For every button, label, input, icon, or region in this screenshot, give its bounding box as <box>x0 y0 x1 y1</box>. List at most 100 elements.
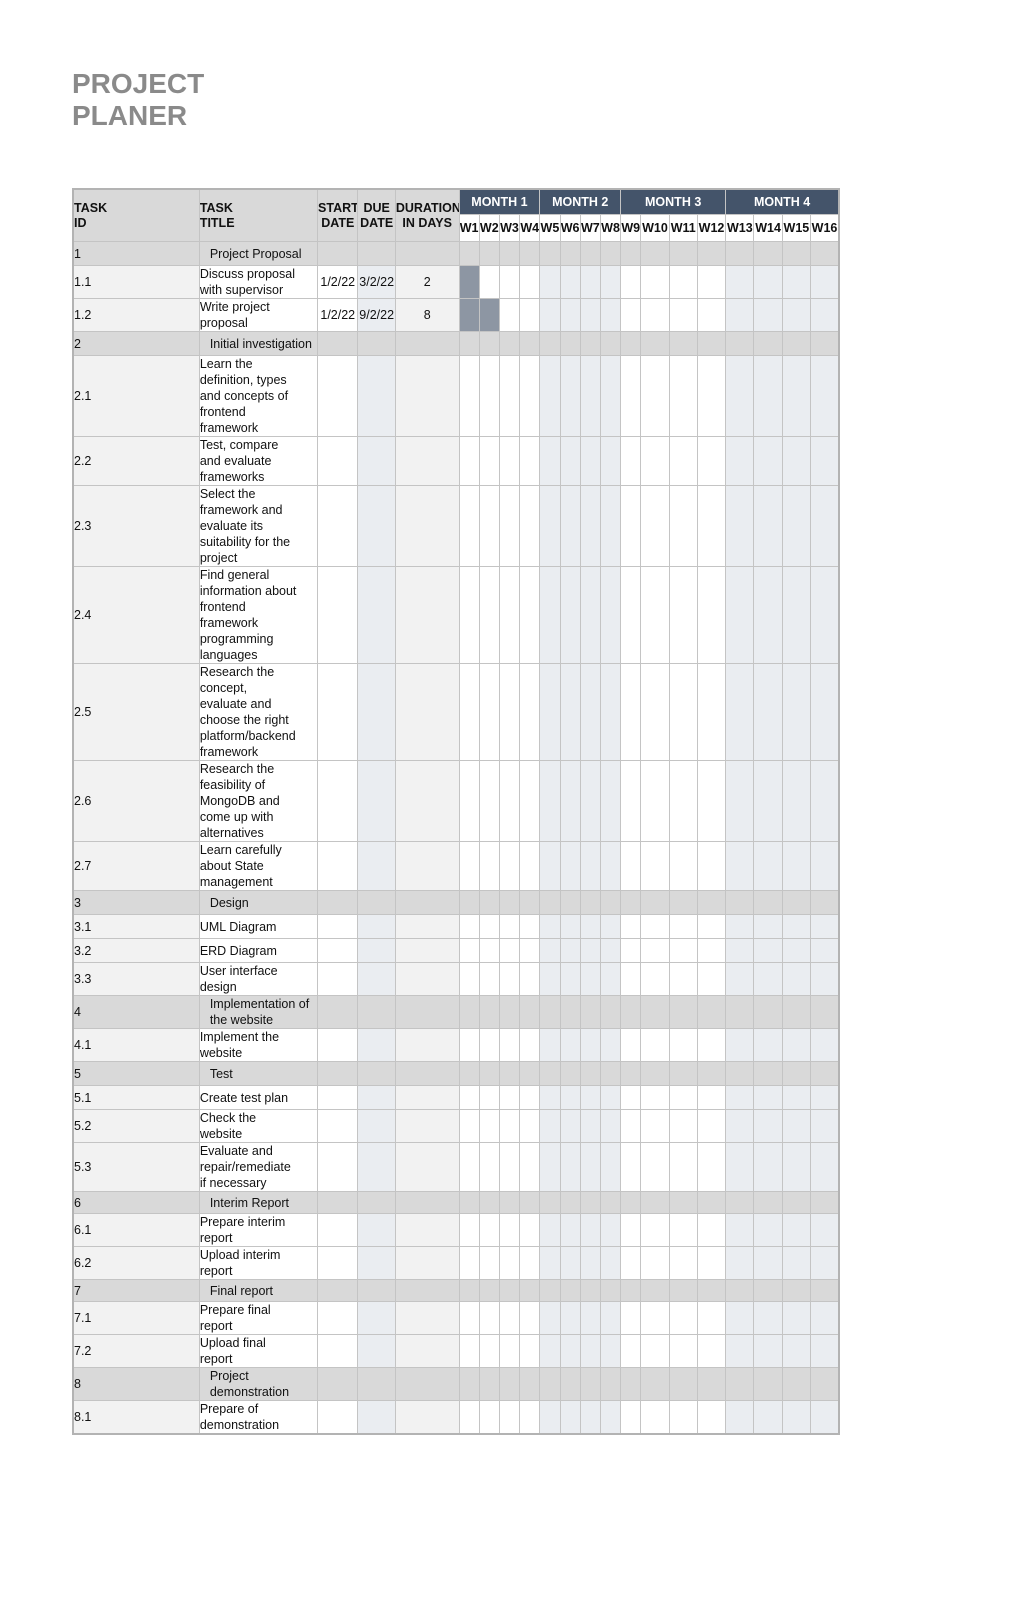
week-cell-w14 <box>753 1028 783 1062</box>
start-date-cell <box>317 938 359 963</box>
duration-cell <box>394 914 460 939</box>
header-week-11: W11 <box>668 214 698 242</box>
header-start-date: START DATE <box>317 188 359 242</box>
week-cell-w8 <box>599 1061 622 1086</box>
week-cell-w12 <box>696 938 727 963</box>
week-cell-w11 <box>668 355 698 437</box>
week-cell-w5 <box>539 298 561 332</box>
week-cell-w16 <box>810 1085 840 1110</box>
week-cell-w1 <box>458 1334 480 1368</box>
header-month-3: MONTH 3 <box>620 188 727 215</box>
week-cell-w8 <box>599 890 622 915</box>
task-title-cell: Discuss proposal with supervisor <box>198 265 319 299</box>
week-cell-w4 <box>519 1367 541 1401</box>
week-cell-w13 <box>725 485 755 567</box>
duration-cell: 2 <box>394 265 460 299</box>
week-cell-w3 <box>498 1142 521 1192</box>
week-cell-w16 <box>810 331 840 356</box>
week-cell-w13 <box>725 1213 755 1247</box>
week-cell-w3 <box>498 890 521 915</box>
week-cell-w11 <box>668 1367 698 1401</box>
duration-cell <box>394 1191 460 1214</box>
week-cell-w4 <box>519 355 541 437</box>
week-cell-w11 <box>668 1191 698 1214</box>
header-week-15: W15 <box>781 214 812 242</box>
week-cell-w7 <box>579 1061 601 1086</box>
week-cell-w12 <box>696 914 727 939</box>
week-cell-w14 <box>753 914 783 939</box>
start-date-cell <box>317 1142 359 1192</box>
week-cell-w5 <box>539 355 561 437</box>
week-cell-w6 <box>559 760 581 842</box>
week-cell-w11 <box>668 331 698 356</box>
week-cell-w9 <box>620 485 642 567</box>
duration-cell <box>394 962 460 996</box>
week-cell-w15 <box>781 1028 812 1062</box>
week-cell-w14 <box>753 1279 783 1302</box>
week-cell-w4 <box>519 841 541 891</box>
week-cell-w4 <box>519 1334 541 1368</box>
week-cell-w14 <box>753 1367 783 1401</box>
duration-cell <box>394 995 460 1029</box>
week-cell-w6 <box>559 1301 581 1335</box>
week-cell-w9 <box>620 265 642 299</box>
header-week-1: W1 <box>458 214 480 242</box>
week-cell-w2 <box>478 485 500 567</box>
task-id-cell: 2.3 <box>72 485 200 567</box>
week-cell-w1 <box>458 1142 480 1192</box>
header-task-title: TASK TITLE <box>198 188 319 242</box>
week-cell-w13 <box>725 265 755 299</box>
week-cell-w14 <box>753 663 783 761</box>
duration-cell <box>394 241 460 266</box>
week-cell-w7 <box>579 890 601 915</box>
header-week-10: W10 <box>640 214 670 242</box>
week-cell-w9 <box>620 241 642 266</box>
week-cell-w8 <box>599 436 622 486</box>
week-cell-w1 <box>458 1301 480 1335</box>
task-id-cell: 2.5 <box>72 663 200 761</box>
task-title-cell: Test, compare and evaluate frameworks <box>198 436 319 486</box>
week-cell-w3 <box>498 1061 521 1086</box>
start-date-cell <box>317 1028 359 1062</box>
week-cell-w16 <box>810 962 840 996</box>
task-title-cell: Find general information about frontend … <box>198 566 319 664</box>
week-cell-w8 <box>599 962 622 996</box>
week-cell-w1 <box>458 914 480 939</box>
start-date-cell <box>317 663 359 761</box>
start-date-cell <box>317 1061 359 1086</box>
week-cell-w10 <box>640 890 670 915</box>
week-cell-w9 <box>620 760 642 842</box>
due-date-cell <box>357 1246 396 1280</box>
week-cell-w2 <box>478 1191 500 1214</box>
week-cell-w16 <box>810 1028 840 1062</box>
week-cell-w3 <box>498 298 521 332</box>
due-date-cell <box>357 1213 396 1247</box>
week-cell-w2 <box>478 1109 500 1143</box>
task-id-cell: 4 <box>72 995 200 1029</box>
header-month-1: MONTH 1 <box>458 188 541 215</box>
week-cell-w9 <box>620 1400 642 1435</box>
week-cell-w16 <box>810 1246 840 1280</box>
duration-cell <box>394 1400 460 1435</box>
duration-cell <box>394 1334 460 1368</box>
week-cell-w1 <box>458 1028 480 1062</box>
start-date-cell <box>317 355 359 437</box>
week-cell-w5 <box>539 1028 561 1062</box>
week-cell-w12 <box>696 1109 727 1143</box>
task-id-cell: 6.1 <box>72 1213 200 1247</box>
week-cell-w7 <box>579 1085 601 1110</box>
week-cell-w10 <box>640 1334 670 1368</box>
week-cell-w12 <box>696 760 727 842</box>
week-cell-w10 <box>640 1367 670 1401</box>
start-date-cell: 1/2/22 <box>317 298 359 332</box>
week-cell-w10 <box>640 1061 670 1086</box>
header-task-id: TASK ID <box>72 188 200 242</box>
week-cell-w2 <box>478 841 500 891</box>
